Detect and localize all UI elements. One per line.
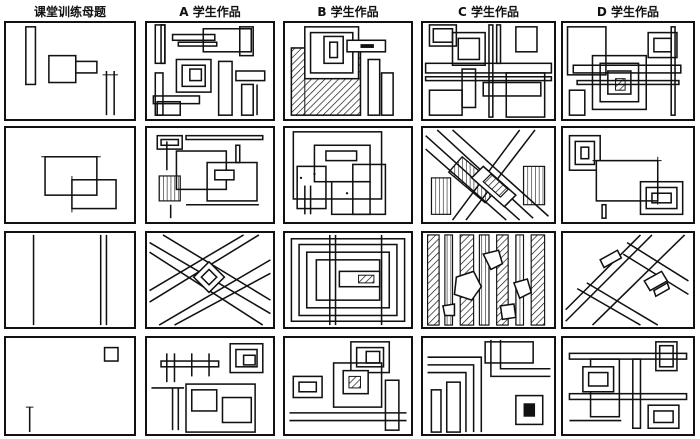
mother-drawing-1: [25, 26, 118, 116]
student-b-panel-4: [283, 336, 413, 436]
student-a-panel-3: [145, 231, 275, 329]
header-student-b: B 学生作品: [317, 5, 379, 19]
mother-panel-3: [4, 231, 136, 329]
student-d-panel-2: [561, 126, 695, 224]
student-b-panel-2: [283, 126, 413, 224]
student-d-panel-1: [561, 21, 695, 121]
student-c-panel-2: [421, 126, 556, 224]
mother-panel-1: [4, 21, 136, 121]
student-a-panel-4: [145, 336, 275, 436]
student-b-panel-1: [283, 21, 413, 121]
header-mother: 课堂训练母题: [33, 5, 106, 19]
student-b-panel-3: [283, 231, 413, 329]
mother-drawing-2: [41, 156, 117, 213]
mother-drawing-4: [25, 346, 119, 433]
header-student-d: D 学生作品: [596, 5, 660, 19]
student-d-panel-4: [561, 336, 695, 436]
student-a-panel-1: [145, 21, 275, 121]
student-a-panel-2: [145, 126, 275, 224]
header-student-a: A 学生作品: [179, 5, 241, 19]
student-d-panel-3: [561, 231, 695, 329]
student-c-panel-1: [421, 21, 556, 121]
mother-panel-2: [4, 126, 136, 224]
student-c-panel-4: [421, 336, 556, 436]
mother-panel-4: [4, 336, 136, 436]
student-c-panel-3: [421, 231, 556, 329]
mother-drawing-3: [32, 234, 108, 326]
header-student-c: C 学生作品: [458, 5, 519, 19]
